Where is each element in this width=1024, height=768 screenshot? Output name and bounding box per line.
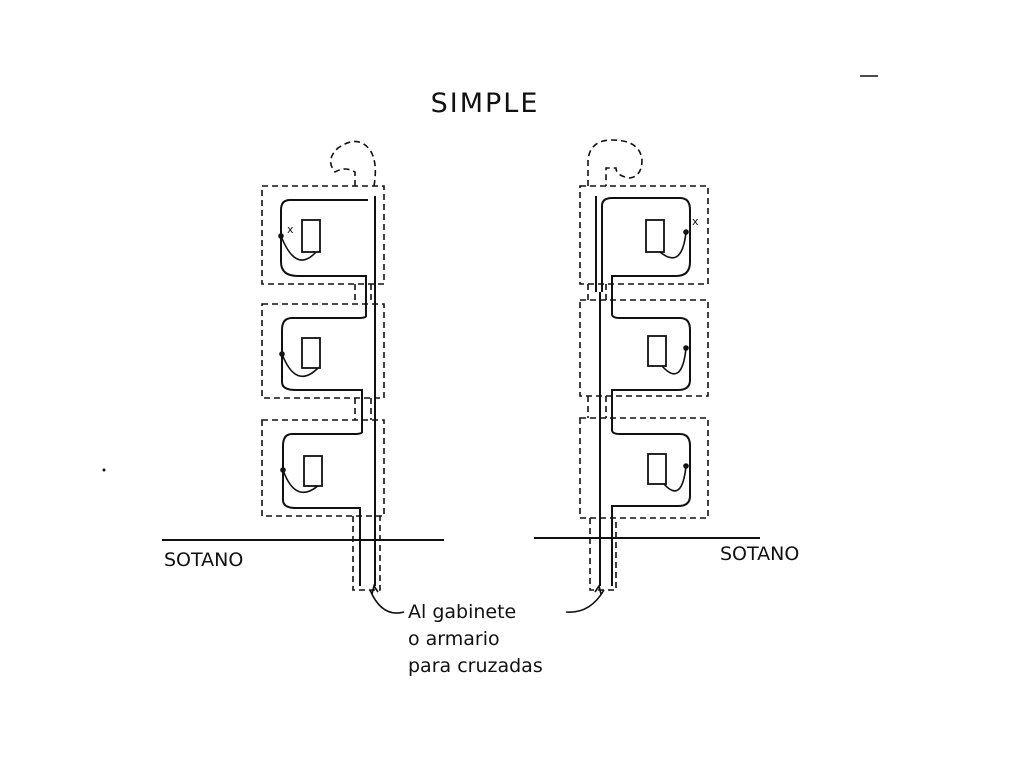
floor-box: [261, 303, 385, 399]
right-leader-line: [565, 589, 605, 613]
junction-dot: [683, 463, 689, 469]
junction-dot: [279, 351, 285, 357]
outlet-box: [645, 219, 665, 253]
right-unit-3: [579, 410, 709, 530]
left-riser-column: x: [261, 140, 385, 591]
left-unit-1: x: [261, 185, 385, 292]
note-line-2: o armario: [408, 628, 500, 650]
right-leader-arrow: [594, 584, 602, 595]
outlet-lead: [281, 353, 319, 378]
conduit-link: [354, 398, 372, 420]
left-unit-3: [261, 410, 385, 530]
outlet-lead: [659, 231, 687, 259]
outlet-box: [303, 455, 323, 487]
loop-wire: [601, 197, 691, 292]
junction-dot: [278, 233, 284, 239]
loop-wire: [281, 292, 367, 410]
junction-dot: [683, 229, 689, 235]
floor-box: [261, 185, 385, 285]
outlet-box: [301, 337, 321, 369]
conduit-link: [587, 396, 607, 418]
basement-wires: [359, 530, 376, 586]
right-floor-label: SOTANO: [720, 543, 799, 565]
right-top-hook: [587, 139, 643, 186]
basement-conduit: [589, 518, 617, 591]
basement-wires: [599, 530, 613, 586]
outlet-lead: [280, 235, 317, 261]
right-riser-column: x: [579, 139, 709, 591]
right-unit-1: x: [579, 185, 709, 292]
outlet-lead: [663, 465, 687, 492]
unit-marker: x: [692, 215, 699, 228]
floor-box: [579, 417, 709, 519]
floor-box: [261, 419, 385, 517]
diagram-title: SIMPLE: [431, 88, 540, 119]
conduit-link: [354, 284, 372, 304]
loop-wire: [282, 410, 363, 530]
unit-marker: x: [287, 223, 294, 236]
loop-wire: [280, 199, 368, 292]
conduit-link: [587, 284, 607, 300]
left-leader-line: [369, 589, 405, 614]
left-leader-arrow: [371, 584, 379, 595]
stray-dot: [102, 468, 106, 472]
loop-wire: [611, 292, 691, 410]
note-line-3: para cruzadas: [408, 655, 543, 677]
left-top-hook: [329, 140, 377, 187]
left-floor-label: SOTANO: [164, 549, 243, 571]
note-line-1: Al gabinete: [408, 601, 516, 623]
outlet-box: [647, 335, 667, 367]
loop-wire: [611, 410, 691, 530]
floor-box: [579, 185, 709, 285]
outlet-box: [647, 453, 667, 485]
outlet-box: [301, 219, 321, 253]
floor-box: [579, 299, 709, 397]
outlet-lead: [661, 347, 687, 375]
junction-dot: [280, 467, 286, 473]
right-unit-2: [579, 292, 709, 410]
outlet-lead: [282, 469, 321, 494]
junction-dot: [683, 345, 689, 351]
left-unit-2: [261, 292, 385, 410]
